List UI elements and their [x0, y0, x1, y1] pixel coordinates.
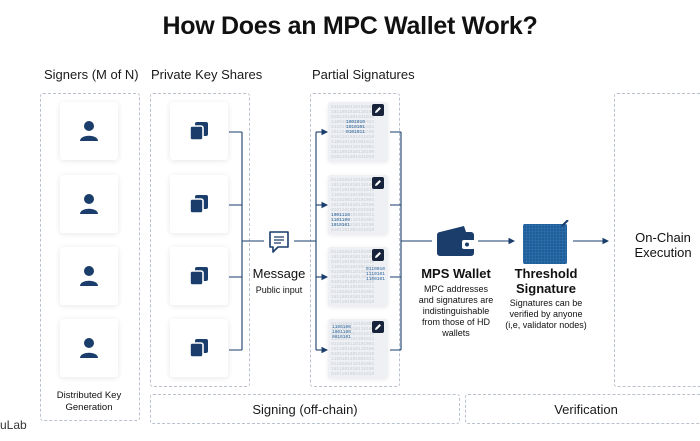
message-sub: Public input: [255, 285, 303, 295]
key-share-card: [170, 247, 228, 305]
user-icon: [80, 338, 98, 358]
key-share-card: [170, 102, 228, 160]
signer-card: [60, 102, 118, 160]
signature-bits: 0010101: [332, 335, 351, 340]
partial-signature-card: 0110100110101001 1011001010110100 010110…: [328, 319, 388, 379]
signers-panel: [40, 93, 140, 421]
onchain-panel: [614, 93, 700, 387]
signing-phase-box: [150, 394, 460, 424]
user-icon: [80, 194, 98, 214]
pencil-icon: [372, 249, 384, 261]
brand-fragment: uLab: [0, 418, 27, 432]
threshold-label: Threshold Signature: [514, 266, 578, 296]
signature-grid-icon: [521, 219, 571, 266]
message-label: Message: [252, 266, 306, 281]
partials-header: Partial Signatures: [312, 67, 415, 82]
shares-panel: [150, 93, 250, 387]
pencil-icon: [372, 321, 384, 333]
signature-bits: 1010101: [346, 125, 365, 130]
key-share-icon: [189, 122, 208, 141]
partial-signature-card: 0110100110101001 1011001010110100 010110…: [328, 247, 388, 307]
key-share-icon: [189, 267, 208, 286]
signers-header: Signers (M of N): [44, 67, 139, 82]
verification-phase-box: [465, 394, 700, 424]
partial-signature-card: 0110100110101001 1011001010110100 010110…: [328, 175, 388, 235]
partials-panel: [310, 93, 400, 387]
signature-bits: 1010101: [331, 223, 350, 228]
user-icon: [80, 121, 98, 141]
shares-header: Private Key Shares: [151, 67, 263, 82]
key-share-card: [170, 175, 228, 233]
wallet-icon: [434, 224, 478, 258]
pencil-icon: [372, 104, 384, 116]
threshold-description: Signatures can be verified by anyone (i,…: [505, 298, 587, 330]
user-icon: [80, 266, 98, 286]
signature-bits: 0110010: [366, 267, 385, 272]
signature-bits: 1001010: [346, 120, 365, 125]
partial-signature-card: 0110100110101001 1011001010110100 010110…: [328, 102, 388, 162]
signer-card: [60, 319, 118, 377]
signer-card: [60, 175, 118, 233]
key-share-icon: [189, 195, 208, 214]
wallet-label: MPS Wallet: [421, 266, 491, 281]
signer-card: [60, 247, 118, 305]
pencil-icon: [372, 177, 384, 189]
signature-bits: 1101100: [331, 218, 350, 223]
signature-bits: 0101011: [346, 130, 365, 135]
message-doc-icon: [266, 229, 292, 255]
signing-phase-label: Signing (off-chain): [252, 402, 358, 417]
signature-bits: 1100100: [332, 325, 351, 330]
page-title: How Does an MPC Wallet Work?: [162, 12, 538, 40]
signature-bits: 1100101: [366, 277, 385, 282]
signature-bits: 1110101: [366, 272, 385, 277]
signature-bits: 1001100: [332, 330, 351, 335]
wallet-description: MPC addresses and signatures are indisti…: [418, 284, 494, 338]
verification-phase-label: Verification: [554, 402, 618, 417]
signers-caption: Distributed Key Generation: [56, 390, 122, 413]
key-share-icon: [189, 339, 208, 358]
onchain-label: On-Chain Execution: [634, 230, 692, 260]
signature-bits: 1001110: [331, 213, 350, 218]
key-share-card: [170, 319, 228, 377]
